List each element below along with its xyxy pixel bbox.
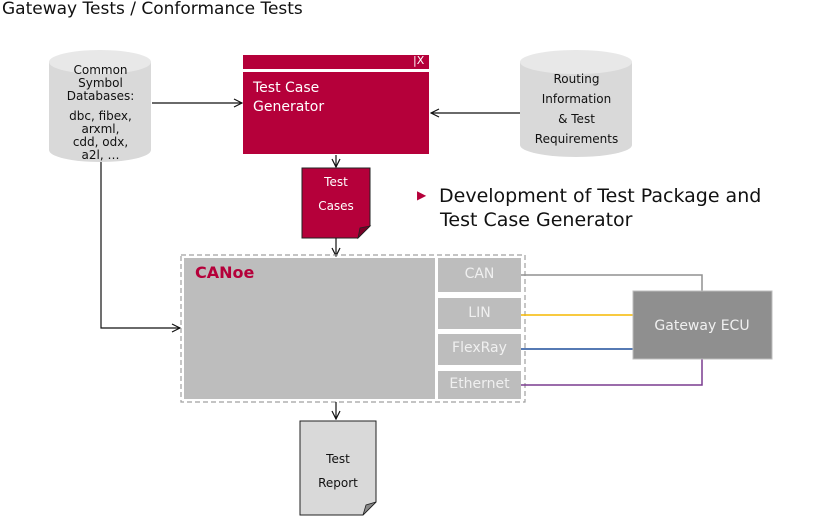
canoe-dashed-frame [180,254,526,403]
format-line: dbc, fibex, [69,109,132,123]
bus-can-panel [438,258,521,292]
close-icon[interactable]: |X [413,54,425,67]
test-cases-document [301,167,372,240]
test-report-document [299,420,377,516]
test-report-line: Test [326,452,350,466]
bus-lin-panel [438,298,521,329]
ethernet-bus-line [521,359,703,386]
gateway-ecu-label: Gateway ECU [654,318,750,334]
bus-label-lin: LIN [468,305,491,321]
bullet-line: Development of Test Package and [439,185,762,207]
triangle-right-icon: ▶ [417,188,427,202]
test-case-generator-window [243,55,429,154]
bus-ethernet-panel [438,371,521,399]
test-cases-label: Test Cases [302,170,370,218]
routing-line: Information [541,92,612,106]
test-cases-line: Test [324,175,348,189]
arrow-databases-to-canoe [100,162,180,328]
gateway-ecu-box [632,290,773,360]
bus-flexray-panel [438,334,521,365]
test-report-label: Test Report [300,447,376,495]
bus-label-can: CAN [464,266,495,282]
format-line: cdd, odx, [72,135,129,149]
routing-line: & Test [558,112,595,126]
format-line: a2l, … [81,148,120,162]
routing-info-label: Routing Information & Test Requirements [520,69,633,149]
generator-label-line: Generator [253,99,325,115]
test-cases-line: Cases [318,199,354,213]
heading-line: Common [73,63,128,77]
bus-label-flexray: FlexRay [452,340,507,356]
routing-info-cylinder [520,50,632,157]
symbol-databases-heading: Common Symbol Databases: dbc, fibex, arx… [49,64,152,162]
heading-line: Symbol [78,76,123,90]
test-case-generator-label: Test Case Generator [253,79,324,117]
bullet-line: Test Case Generator [440,209,633,231]
format-line: arxml, [81,122,120,136]
routing-line: Routing [553,72,600,86]
routing-line: Requirements [534,132,619,146]
bullet-point: ▶ Development of Test Package and Test Ca… [417,183,761,232]
canoe-main-panel [184,258,435,399]
page-title: Gateway Tests / Conformance Tests [2,0,303,19]
can-bus-line [521,274,703,291]
test-report-line: Report [318,476,358,490]
symbol-databases-cylinder [49,50,151,162]
generator-label-line: Test Case [253,80,320,96]
bus-label-ethernet: Ethernet [449,376,510,392]
heading-line: Databases: [66,89,135,103]
canoe-label: CANoe [195,263,255,282]
